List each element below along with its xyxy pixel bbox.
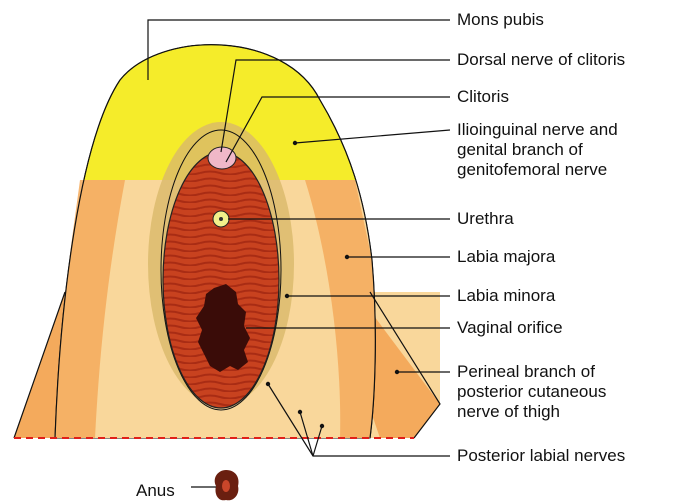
label-ilioinguinal-line-1: Ilioinguinal nerve and — [457, 120, 618, 140]
label-perineal-line-2: posterior cutaneous — [457, 382, 606, 402]
label-labia-minora: Labia minora — [457, 286, 555, 306]
label-perineal-line-3: nerve of thigh — [457, 402, 606, 422]
label-vaginal-orifice: Vaginal orifice — [457, 318, 563, 338]
label-anus: Anus — [136, 481, 175, 501]
label-clitoris: Clitoris — [457, 87, 509, 107]
label-perineal-branch: Perineal branch of posterior cutaneous n… — [457, 362, 606, 422]
label-mons-pubis: Mons pubis — [457, 10, 544, 30]
label-perineal-line-1: Perineal branch of — [457, 362, 606, 382]
label-ilioinguinal-nerve: Ilioinguinal nerve and genital branch of… — [457, 120, 618, 180]
label-urethra: Urethra — [457, 209, 514, 229]
label-labia-majora: Labia majora — [457, 247, 555, 267]
anus-center — [222, 480, 230, 492]
label-ilioinguinal-line-2: genital branch of — [457, 140, 618, 160]
label-posterior-labial-nerves: Posterior labial nerves — [457, 446, 625, 466]
label-ilioinguinal-line-3: genitofemoral nerve — [457, 160, 618, 180]
label-dorsal-nerve-of-clitoris: Dorsal nerve of clitoris — [457, 50, 625, 70]
urethra-opening — [219, 217, 223, 221]
